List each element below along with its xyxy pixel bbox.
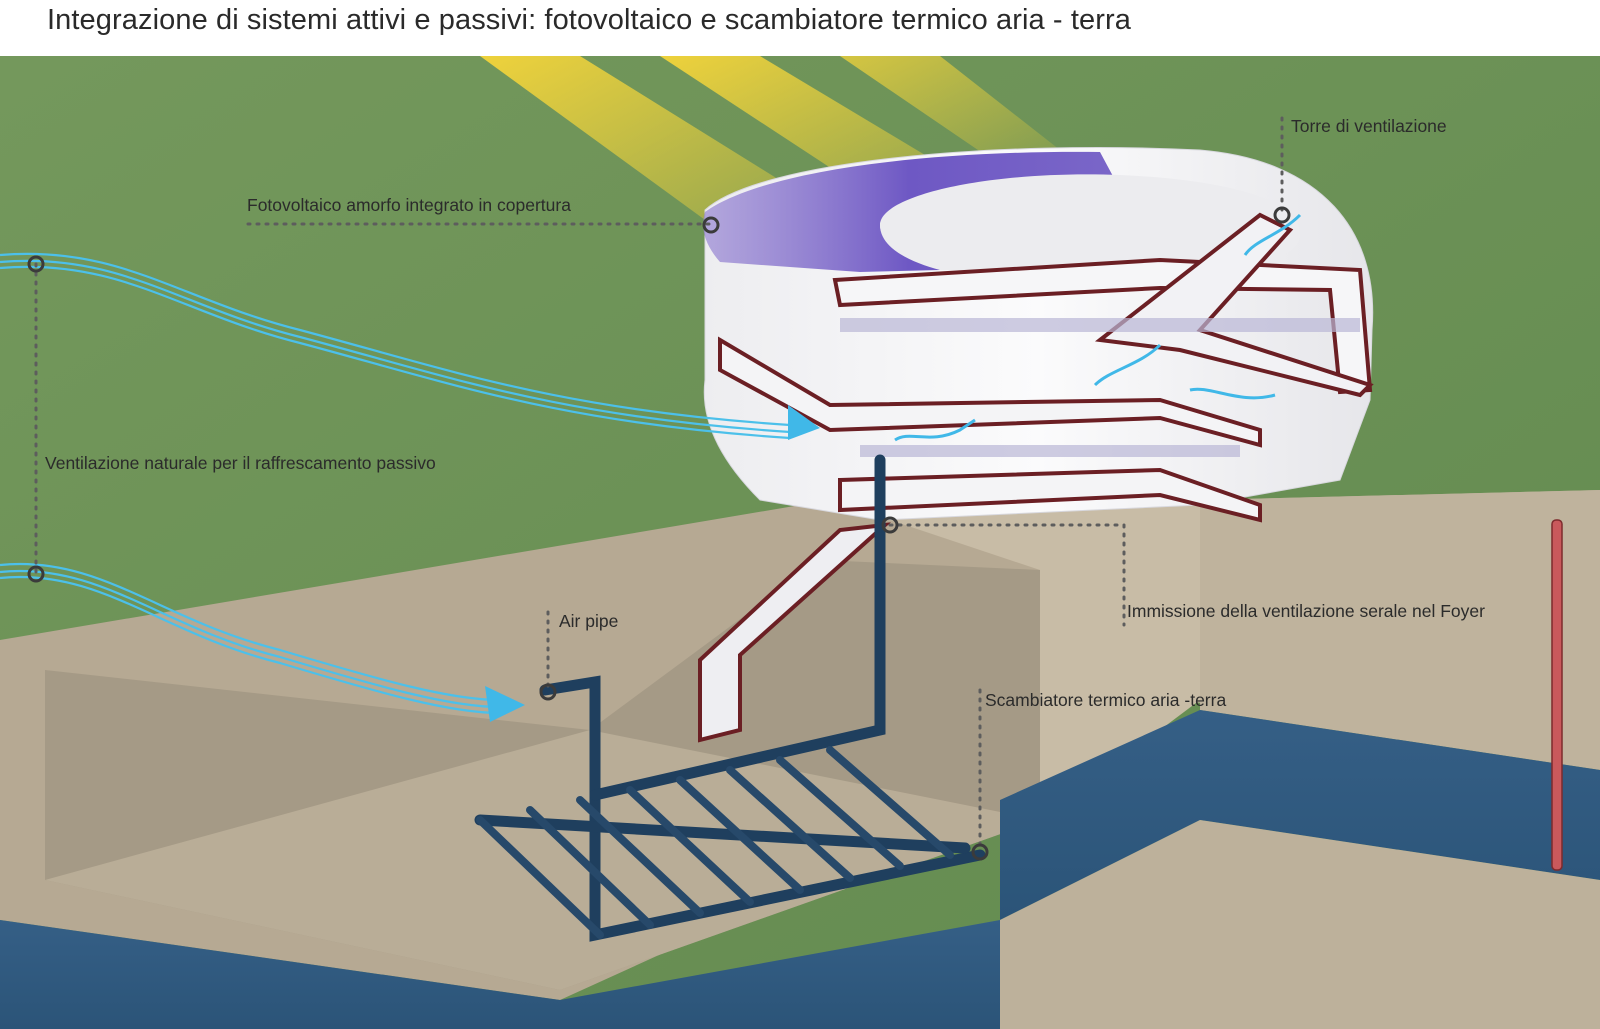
internal-airflow [894,213,1302,442]
air-pipe-network [474,454,986,942]
leader-endpoints [27,206,1291,861]
section-cut-lower-floor [838,467,1262,523]
section-cut-ramp [698,522,891,743]
leader-lines [34,116,1284,852]
section-cut-middle-floor [718,336,1262,448]
airflow-arrow-icon [485,686,525,722]
water-layer-left [0,920,1000,1029]
ground-probe [1551,519,1563,871]
glazing-band [840,318,1360,332]
label-heat-exchanger: Scambiatore termico aria -terra [985,690,1227,710]
label-air-pipe: Air pipe [559,611,619,631]
natural-ventilation-airflow [0,252,791,715]
glazing-band [860,445,1240,457]
label-photovoltaic: Fotovoltaico amorfo integrato in copertu… [247,195,571,215]
sun-ray [840,56,1060,165]
pit-back-wall [830,500,1200,820]
water-layer-right [1000,710,1600,920]
soil-right-block [1200,490,1600,770]
heat-exchanger-grid [476,746,954,939]
soil-bottom-right [1000,820,1600,1029]
roof-light-well [880,174,1300,271]
ventilation-tower-duct [1094,212,1374,398]
label-ventilation-tower: Torre di ventilazione [1291,116,1447,136]
airflow-arrow-icon [788,405,820,440]
label-foyer-intake: Immissione della ventilazione serale nel… [1127,601,1485,621]
diagram-title: Integrazione di sistemi attivi e passivi… [47,4,1131,36]
pit-floor [45,730,1040,990]
label-natural-ventilation: Ventilazione naturale per il raffrescame… [45,453,436,473]
